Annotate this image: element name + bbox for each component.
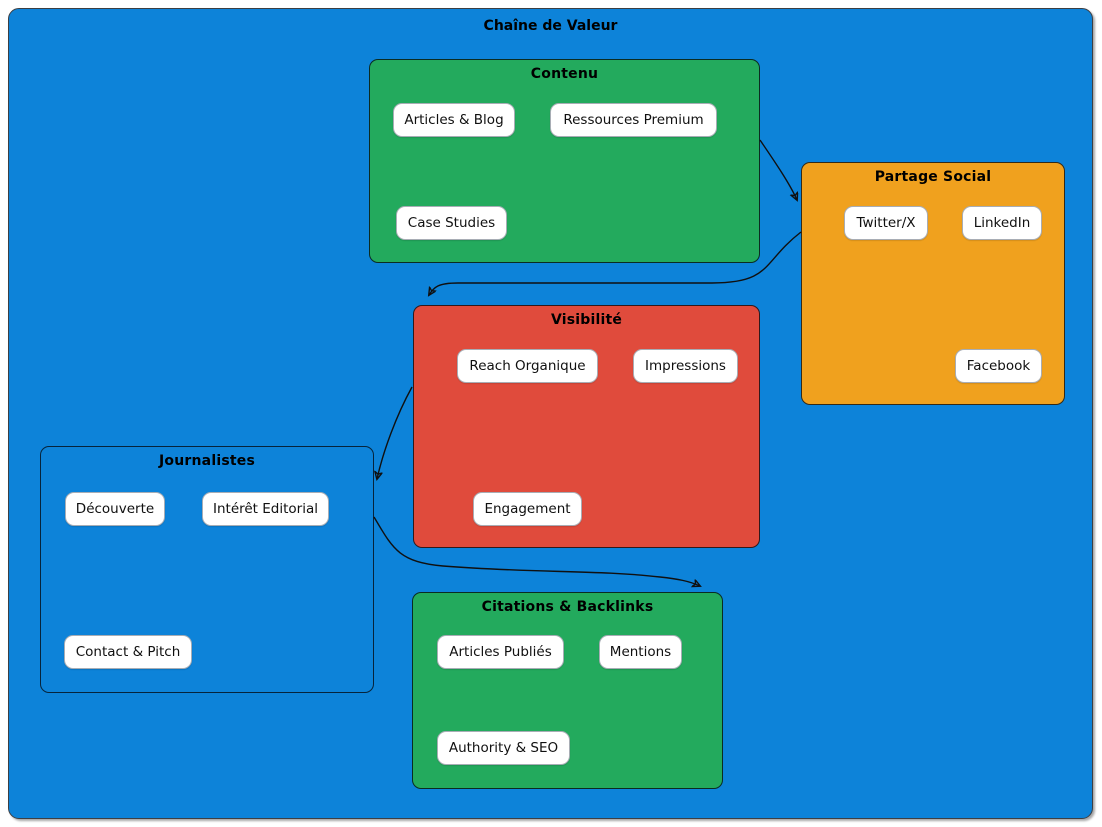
group-visibilite-title: Visibilité — [550, 312, 623, 328]
node-impressions: Impressions — [633, 349, 738, 383]
node-authority-seo: Authority & SEO — [437, 731, 570, 765]
node-facebook: Facebook — [955, 349, 1042, 383]
node-linkedin: LinkedIn — [962, 206, 1042, 240]
node-decouverte: Découverte — [65, 492, 165, 526]
node-articles-blog: Articles & Blog — [393, 103, 515, 137]
node-mentions: Mentions — [599, 635, 682, 669]
node-case-studies: Case Studies — [396, 206, 507, 240]
group-journalistes: Journalistes Découverte Intérêt Editoria… — [40, 446, 374, 693]
group-contenu: Contenu Articles & Blog Ressources Premi… — [369, 59, 760, 263]
group-partage-social-title: Partage Social — [874, 169, 992, 185]
node-twitter-x: Twitter/X — [844, 206, 928, 240]
node-articles-publies: Articles Publiés — [437, 635, 564, 669]
group-contenu-title: Contenu — [530, 66, 599, 82]
node-interet-editorial: Intérêt Editorial — [202, 492, 329, 526]
diagram-title: Chaîne de Valeur — [483, 18, 618, 34]
group-citations-backlinks: Citations & Backlinks Articles Publiés M… — [412, 592, 723, 789]
node-contact-pitch: Contact & Pitch — [64, 635, 192, 669]
node-engagement: Engagement — [473, 492, 582, 526]
group-journalistes-title: Journalistes — [159, 453, 255, 469]
node-reach-organique: Reach Organique — [457, 349, 598, 383]
group-partage-social: Partage Social Twitter/X LinkedIn Facebo… — [801, 162, 1065, 405]
group-citations-backlinks-title: Citations & Backlinks — [481, 599, 654, 615]
node-ressources-premium: Ressources Premium — [550, 103, 717, 137]
group-visibilite: Visibilité Reach Organique Impressions E… — [413, 305, 760, 548]
